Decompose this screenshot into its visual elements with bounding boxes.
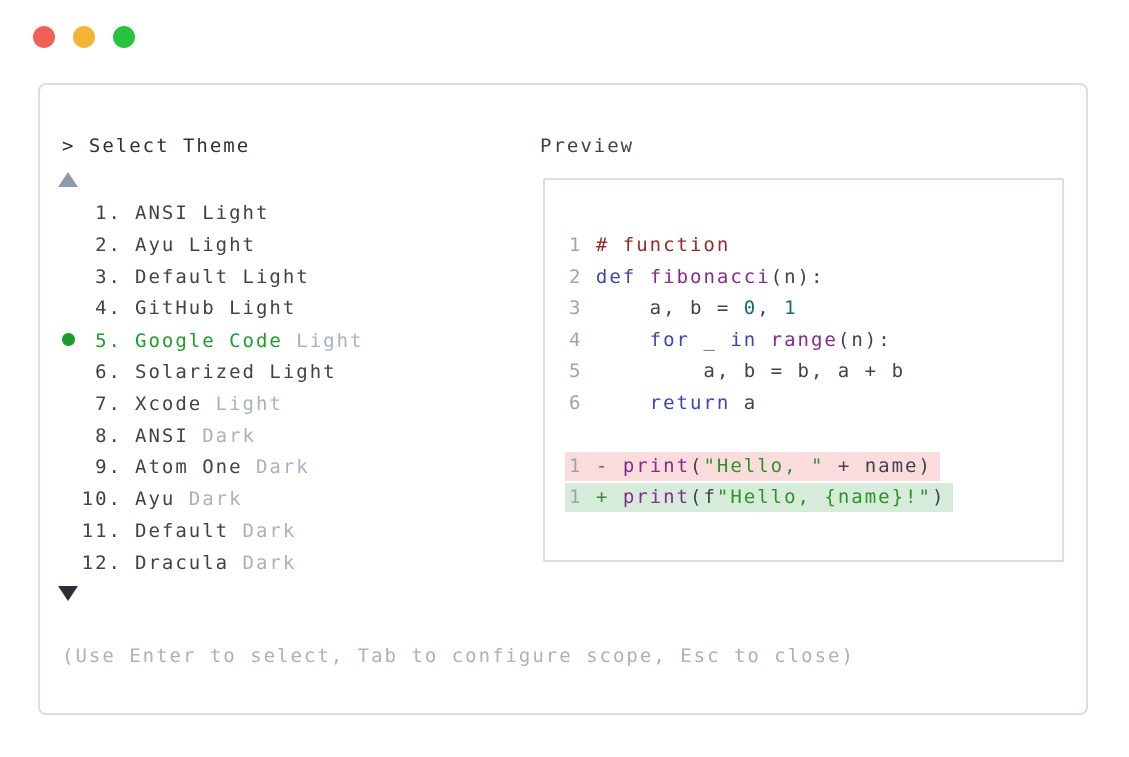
scroll-down-icon[interactable]: [58, 586, 78, 601]
selected-bullet-icon: [62, 332, 75, 346]
theme-number: 3.: [95, 265, 122, 288]
theme-number: 5.: [95, 329, 122, 352]
theme-label: ANSI Dark: [135, 424, 256, 447]
theme-number: 2.: [95, 233, 122, 256]
theme-number: 9.: [95, 456, 122, 479]
theme-item[interactable]: 3. Default Light: [62, 262, 363, 294]
preview-pane: 1 # function 2 def fibonacci(n): 3 a, b = …: [543, 178, 1064, 562]
code-line: 2 def fibonacci(n):: [569, 265, 825, 288]
theme-item[interactable]: 7. Xcode Light: [62, 389, 363, 421]
theme-number: 10.: [81, 488, 122, 511]
code-line: 6 return a: [569, 391, 758, 414]
theme-item[interactable]: 11. Default Dark: [62, 516, 363, 548]
code-line: 5 a, b = b, a + b: [569, 360, 906, 382]
diff-line-removed: 1 - print("Hello, " + name): [565, 451, 1062, 483]
theme-number: 11.: [81, 519, 122, 542]
code-line: 1 # function: [569, 234, 731, 256]
window-controls: [33, 26, 135, 48]
theme-number: 12.: [81, 551, 122, 574]
diff-minus-sign: -: [595, 454, 610, 477]
theme-label: GitHub Light: [135, 297, 297, 320]
theme-number: 8.: [95, 424, 122, 447]
theme-item[interactable]: 8. ANSI Dark: [62, 421, 363, 453]
theme-label: Google Code Light: [135, 329, 364, 352]
theme-label: Default Light: [135, 265, 310, 288]
keyboard-hint: (Use Enter to select, Tab to configure s…: [62, 645, 855, 667]
minimize-button[interactable]: [73, 26, 95, 48]
code-line: 4 for _ in range(n):: [569, 328, 892, 351]
theme-item[interactable]: 9. Atom One Dark: [62, 452, 363, 484]
theme-list: 1. ANSI Light 2. Ayu Light 3. Default Light 4.…: [62, 198, 363, 580]
theme-label: Ayu Light: [135, 233, 256, 256]
theme-item[interactable]: 5. Google Code Light: [62, 325, 363, 357]
diff-plus-sign: +: [595, 486, 610, 508]
theme-item[interactable]: 4. GitHub Light: [62, 293, 363, 325]
theme-number: 1.: [95, 202, 122, 224]
theme-number: 4.: [95, 297, 122, 320]
theme-item[interactable]: 6. Solarized Light: [62, 357, 363, 389]
diff-line-added: 1 + print(f"Hello, {name}!"): [565, 482, 1062, 514]
preview-code: 1 # function 2 def fibonacci(n): 3 a, b = …: [565, 230, 1062, 514]
code-line: 3 a, b = 0, 1: [569, 297, 798, 319]
theme-label: Dracula Dark: [135, 551, 297, 574]
theme-picker-prompt[interactable]: > Select Theme: [62, 135, 251, 157]
theme-item[interactable]: 1. ANSI Light: [62, 198, 363, 230]
theme-item[interactable]: 2. Ayu Light: [62, 230, 363, 262]
theme-label: Atom One Dark: [135, 456, 310, 479]
close-button[interactable]: [33, 26, 55, 48]
theme-label: Solarized Light: [135, 360, 337, 383]
theme-label: ANSI Light: [135, 202, 270, 224]
theme-label: Xcode Light: [135, 392, 283, 415]
theme-label: Default Dark: [135, 519, 297, 542]
theme-label: Ayu Dark: [135, 488, 243, 511]
code-blank-line: [569, 419, 1062, 451]
theme-picker-panel: > Select Theme Preview 1. ANSI Light 2. Ayu…: [38, 83, 1088, 715]
theme-number: 7.: [95, 392, 122, 415]
theme-number: 6.: [95, 360, 122, 383]
scroll-up-icon[interactable]: [58, 172, 78, 187]
preview-title: Preview: [540, 135, 635, 157]
zoom-button[interactable]: [113, 26, 135, 48]
theme-item[interactable]: 10. Ayu Dark: [62, 484, 363, 516]
theme-item[interactable]: 12. Dracula Dark: [62, 548, 363, 580]
